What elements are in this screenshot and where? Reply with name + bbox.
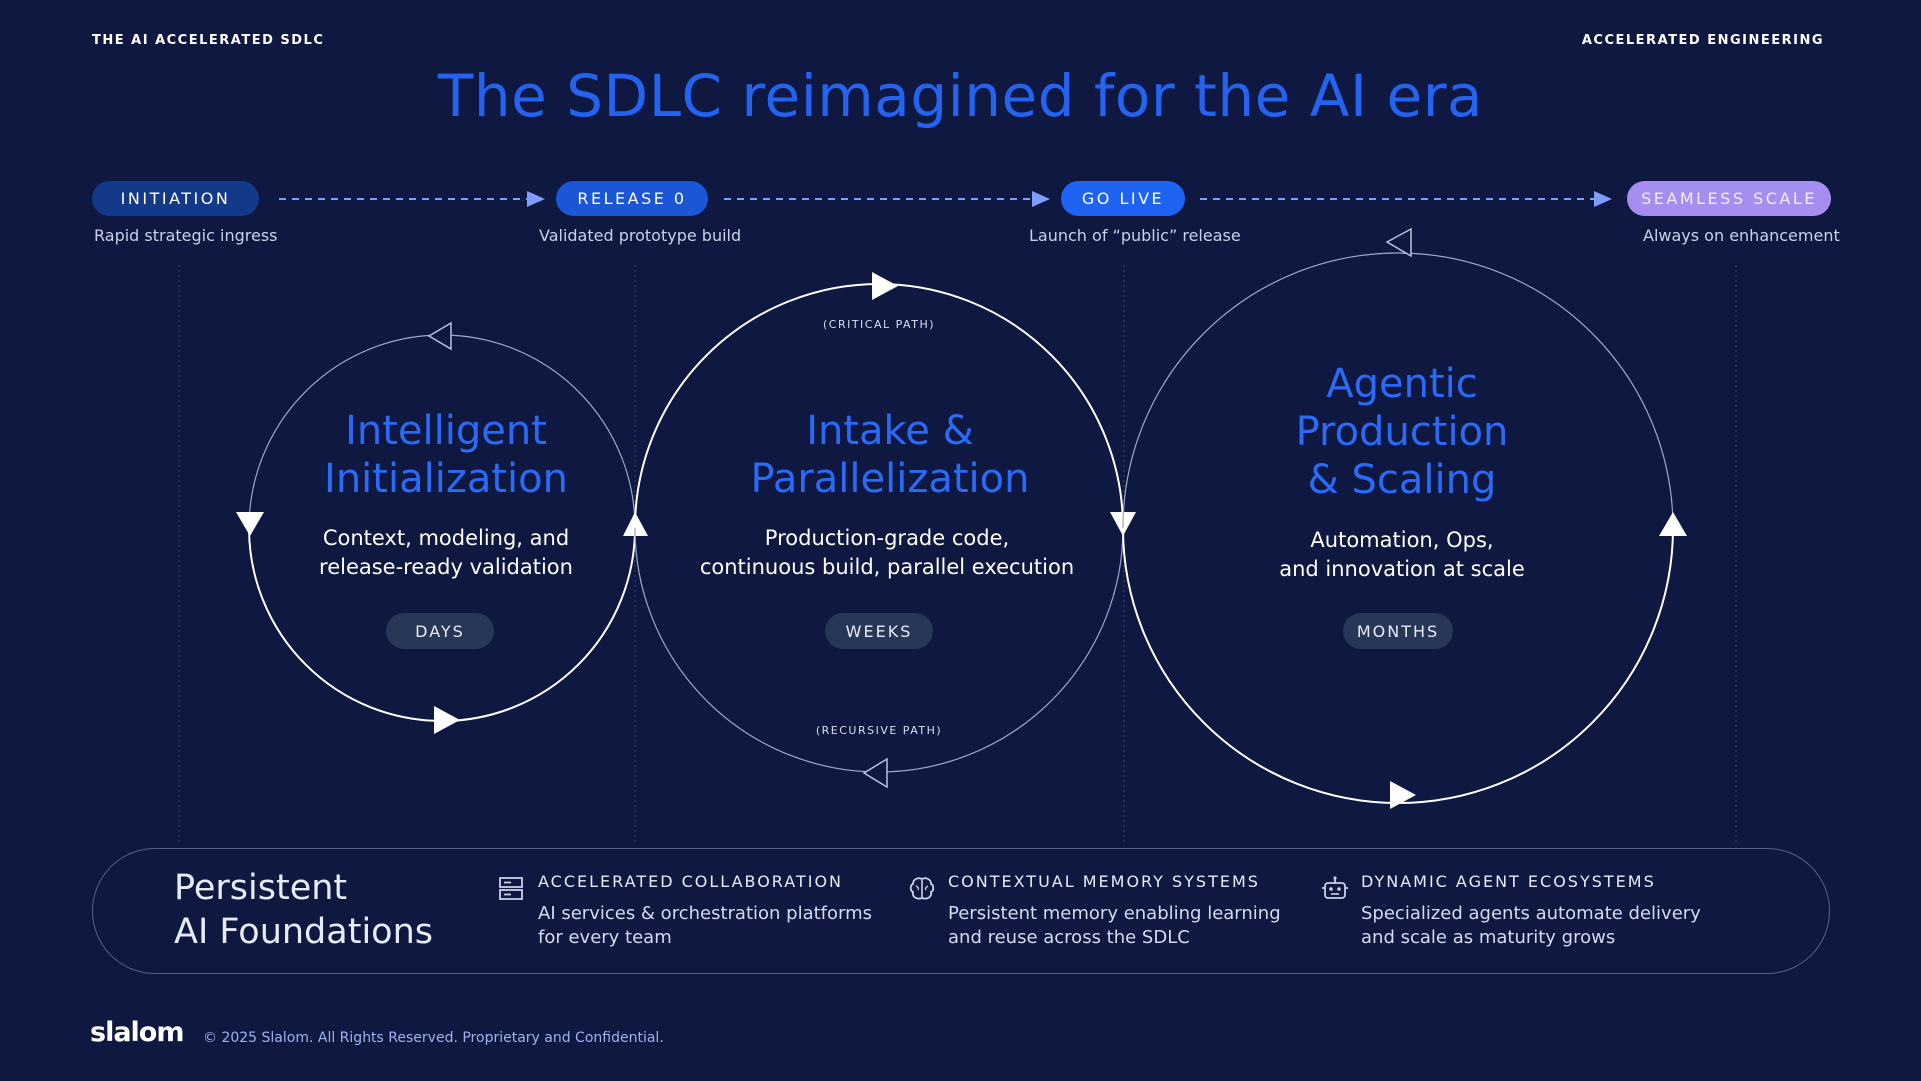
recursive-path-label: (RECURSIVE PATH) — [815, 724, 943, 737]
milestone-release-0: RELEASE 0 — [556, 181, 708, 216]
duration-badge: DAYS — [386, 613, 494, 649]
cycle-arrow — [1385, 227, 1412, 258]
phase-description: Production-grade code, continuous build,… — [667, 524, 1107, 582]
cycle-arrow — [862, 757, 888, 789]
foundations-title-line: AI Foundations — [174, 912, 433, 952]
robot-icon — [1322, 876, 1348, 899]
milestone-seamless-scale: SEAMLESS SCALE — [1627, 181, 1831, 216]
phase-title-line: Initialization — [324, 456, 568, 502]
phase-title-line: Agentic — [1326, 361, 1478, 407]
phase-description-line: and innovation at scale — [1279, 557, 1525, 581]
milestone-description: Launch of “public” release — [1029, 226, 1241, 245]
milestone-description: Always on enhancement — [1643, 226, 1840, 245]
phase-title-line: Production — [1295, 409, 1509, 455]
foundations-panel — [92, 848, 1830, 974]
section-kicker-right: ACCELERATED ENGINEERING — [1581, 33, 1824, 48]
phase-title: Intelligent Initialization — [291, 407, 601, 503]
foundation-text: Persistent memory enabling learning and … — [948, 903, 1281, 948]
foundations-title-line: Persistent — [174, 868, 348, 908]
phase-description-line: Automation, Ops, — [1310, 528, 1494, 552]
phase-description-line: Production-grade code, — [764, 526, 1010, 550]
foundations-title: Persistent AI Foundations — [174, 866, 433, 954]
milestone-description: Validated prototype build — [539, 226, 742, 245]
milestone-description: Rapid strategic ingress — [94, 226, 278, 245]
phase-title-line: Parallelization — [750, 456, 1030, 502]
foundation-text: Specialized agents automate delivery and… — [1361, 903, 1701, 948]
cycle-arrow — [434, 706, 460, 734]
cycle-arrow — [427, 321, 452, 351]
milestone-go-live: GO LIVE — [1061, 181, 1185, 216]
foundation-text: AI services & orchestration platforms fo… — [538, 903, 873, 948]
section-kicker: THE AI ACCELERATED SDLC — [92, 33, 325, 48]
server-stack-icon — [499, 877, 523, 900]
phase-title-line: Intelligent — [345, 408, 547, 454]
critical-path-label: (CRITICAL PATH) — [822, 318, 936, 331]
duration-badge: WEEKS — [825, 613, 933, 649]
phase-description: Context, modeling, and release-ready val… — [296, 524, 596, 582]
cycle-arrow — [1659, 512, 1687, 536]
cycle-arrow — [872, 272, 898, 300]
brain-icon — [909, 877, 935, 900]
cycle-arc-upper — [1122, 252, 1674, 529]
duration-badge: MONTHS — [1343, 613, 1453, 649]
phase-description-line: release-ready validation — [319, 555, 573, 579]
milestone-initiation: INITIATION — [92, 181, 259, 216]
phase-description: Automation, Ops, and innovation at scale — [1232, 526, 1572, 584]
phase-title: Intake & Parallelization — [710, 407, 1070, 503]
foundation-heading: ACCELERATED COLLABORATION — [538, 872, 844, 891]
phase-title-line: Intake & — [806, 408, 974, 454]
phase-title-line: & Scaling — [1307, 457, 1497, 503]
foundation-heading: CONTEXTUAL MEMORY SYSTEMS — [948, 872, 1260, 891]
phase-title: Agentic Production & Scaling — [1222, 360, 1582, 504]
foundation-heading: DYNAMIC AGENT ECOSYSTEMS — [1361, 872, 1656, 891]
phase-description-line: Context, modeling, and — [322, 526, 570, 550]
copyright-notice: © 2025 Slalom. All Rights Reserved. Prop… — [203, 1030, 664, 1046]
page-title: The SDLC reimagined for the AI era — [437, 62, 1484, 130]
cycle-arrow — [236, 512, 264, 536]
cycle-arrow — [1390, 781, 1416, 809]
phase-description-line: continuous build, parallel execution — [699, 555, 1075, 579]
slalom-logo: slalom — [90, 1017, 184, 1048]
